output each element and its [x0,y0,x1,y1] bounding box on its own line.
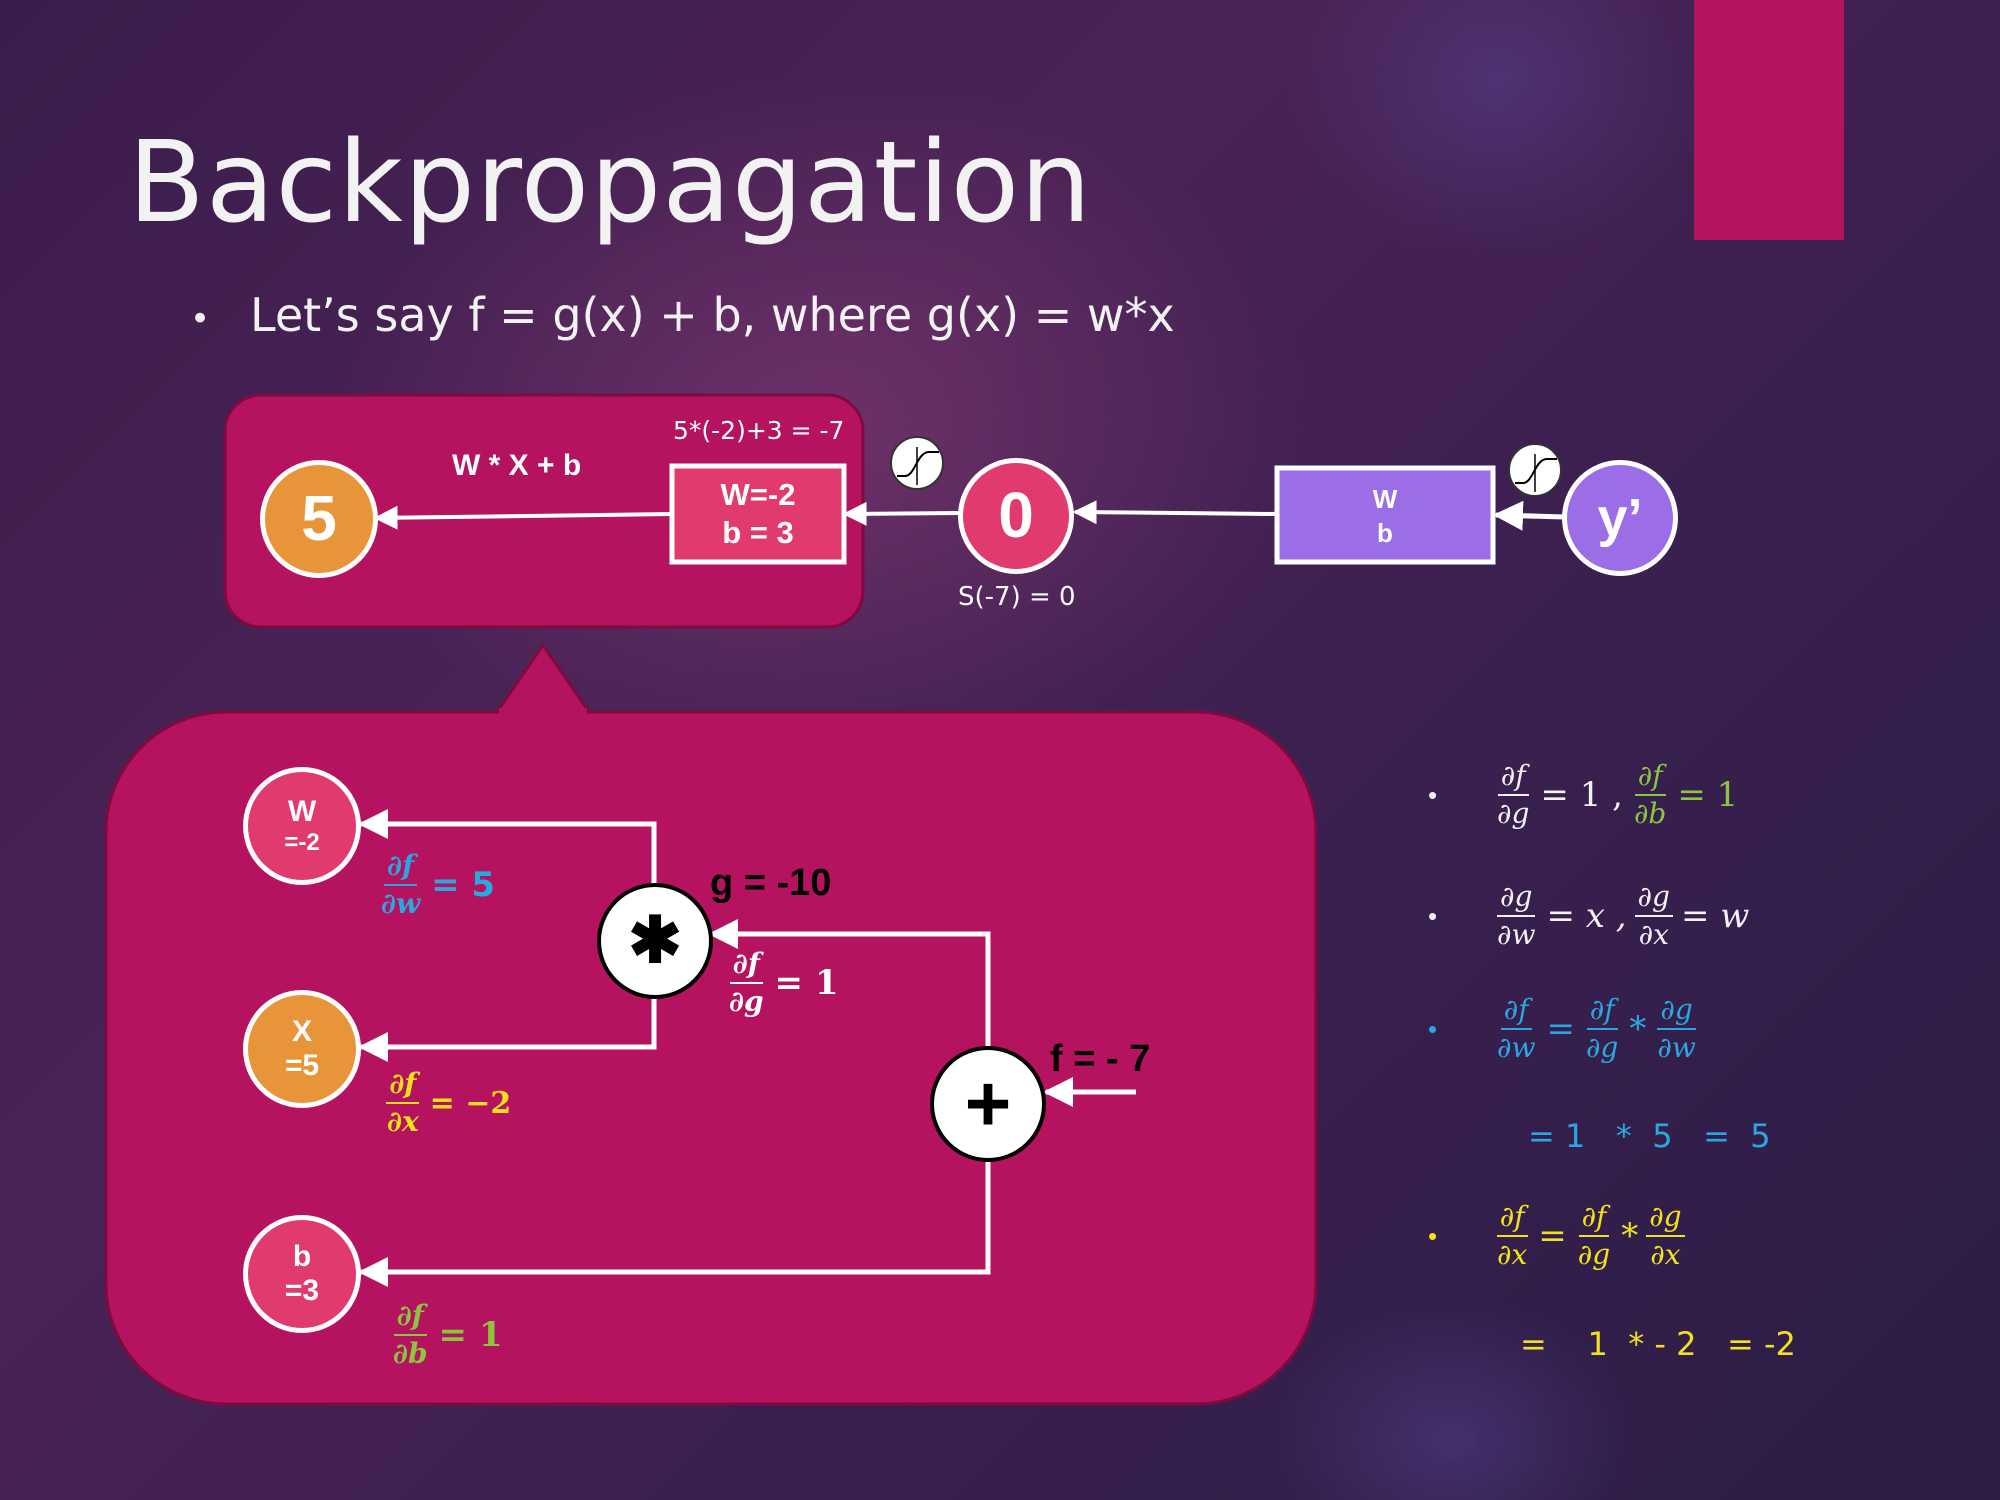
callout-pointer [494,642,592,714]
arrow-box-to-zero [1072,500,1278,525]
formula-label: W * X + b [452,449,582,482]
grad-dfdx: ∂f∂x = −2 [384,1070,511,1136]
eq3-equals: = [1546,1009,1575,1049]
layer-box: W=-2 b = 3 [672,476,844,552]
right-box-shape [1274,465,1496,565]
eq2-b-rhs: = w [1680,896,1750,936]
right-box: W b [1277,482,1493,550]
grad-dfdb-fraction: ∂f∂b [393,1299,428,1370]
add-node: + [930,1046,1046,1162]
bullet-dot: • [1428,1013,1438,1044]
edge-plus-to-mult [708,919,991,1048]
edge-plus-to-b [358,1158,991,1287]
multiply-node: ✱ [597,883,713,999]
equation-row-4: • ∂f∂x = ∂f∂g * ∂g∂x [1428,1203,1685,1269]
grad-dfdx-value: = −2 [429,1085,512,1121]
w-node: W =-2 [243,767,361,885]
sigmoid-label: S(-7) = 0 [958,582,1076,612]
edge-mult-to-w [358,809,657,885]
eq3-right-fraction: ∂g∂w [1657,993,1696,1064]
grad-dfdw-value: = 5 [431,865,496,905]
eq4-equals: = [1538,1216,1567,1256]
layer-box-b: b = 3 [722,515,794,550]
eq4-mid-fraction: ∂f∂g [1577,1200,1611,1271]
x-node-name: X [291,1014,312,1048]
arrow-layer-to-output [373,505,673,530]
grad-dfdg-value: = 1 [774,963,839,1003]
b-node: b =3 [243,1215,361,1333]
grad-dfdg: ∂f∂g = 1 [726,950,839,1016]
input-node: y’ [1562,460,1678,576]
f-value-label: f = - 7 [1050,1038,1151,1080]
bullet-dot: • [1428,779,1438,810]
eq1-a-rhs: = 1 , [1540,775,1623,815]
right-box-b: b [1377,518,1393,548]
eq4-left-fraction: ∂f∂x [1496,1200,1528,1271]
edge-mult-to-x [358,995,657,1062]
eq2-a-fraction: ∂g∂w [1497,880,1536,951]
eq3-times: * [1629,1009,1647,1049]
equation-row-1: • ∂f∂g = 1 , ∂f∂b = 1 [1428,762,1738,828]
slide-title: Backpropagation [128,118,1093,248]
eq3-mid-fraction: ∂f∂g [1585,993,1619,1064]
intro-bullet-text: Let’s say f = g(x) + b, where g(x) = w*x [250,288,1175,342]
b-node-name: b [292,1239,312,1273]
intro-bullet: • Let’s say f = g(x) + b, where g(x) = w*… [190,288,1175,342]
bullet-dot: • [1428,900,1438,931]
eq2-a-rhs: = x , [1546,896,1627,936]
w-node-name: W [287,794,317,828]
sigmoid-icon-1 [890,436,944,490]
grad-dfdw-fraction: ∂f∂w [381,849,421,920]
equation-row-2: • ∂g∂w = x , ∂g∂x = w [1428,883,1749,949]
output-node: 5 [260,460,378,578]
x-node-value: =5 [284,1049,320,1082]
computation-label: 5*(-2)+3 = -7 [673,416,845,445]
grad-dfdb: ∂f∂b = 1 [390,1302,503,1368]
equation-row-3-result: = 1 * 5 = 5 [1528,1117,1771,1155]
eq1-b-fraction: ∂f∂b [1633,759,1667,830]
eq3-left-fraction: ∂f∂w [1497,993,1536,1064]
b-node-value: =3 [284,1274,320,1307]
arrow-zero-to-layer [842,501,961,526]
equation-row-4-result: = 1 * - 2 = -2 [1520,1325,1796,1363]
callout-joint [499,708,587,718]
bullet-dot: • [1428,1220,1438,1251]
eq1-b-rhs: = 1 [1677,775,1739,815]
right-box-w: W [1372,484,1398,514]
corner-accent-bar [1694,0,1844,240]
equation-row-3: • ∂f∂w = ∂f∂g * ∂g∂w [1428,996,1699,1062]
x-node: X =5 [243,990,361,1108]
bullet-dot: • [190,298,211,339]
eq1-a-fraction: ∂f∂g [1497,759,1530,830]
eq4-times: * [1621,1216,1639,1256]
eq2-b-fraction: ∂g∂x [1634,883,1673,949]
eq4-right-fraction: ∂g∂x [1646,1203,1685,1269]
activation-node: 0 [958,458,1074,574]
grad-dfdx-fraction: ∂f∂x [386,1067,420,1138]
layer-box-shape [669,463,847,565]
g-value-label: g = -10 [710,862,832,904]
w-node-value: =-2 [284,829,320,857]
grad-dfdw: ∂f∂w = 5 [378,852,495,918]
arrow-input-to-box [1493,500,1566,531]
sigmoid-icon-2 [1508,443,1562,497]
layer-box-w: W=-2 [720,477,796,512]
grad-dfdg-fraction: ∂f∂g [729,947,764,1018]
grad-dfdb-value: = 1 [438,1315,503,1355]
